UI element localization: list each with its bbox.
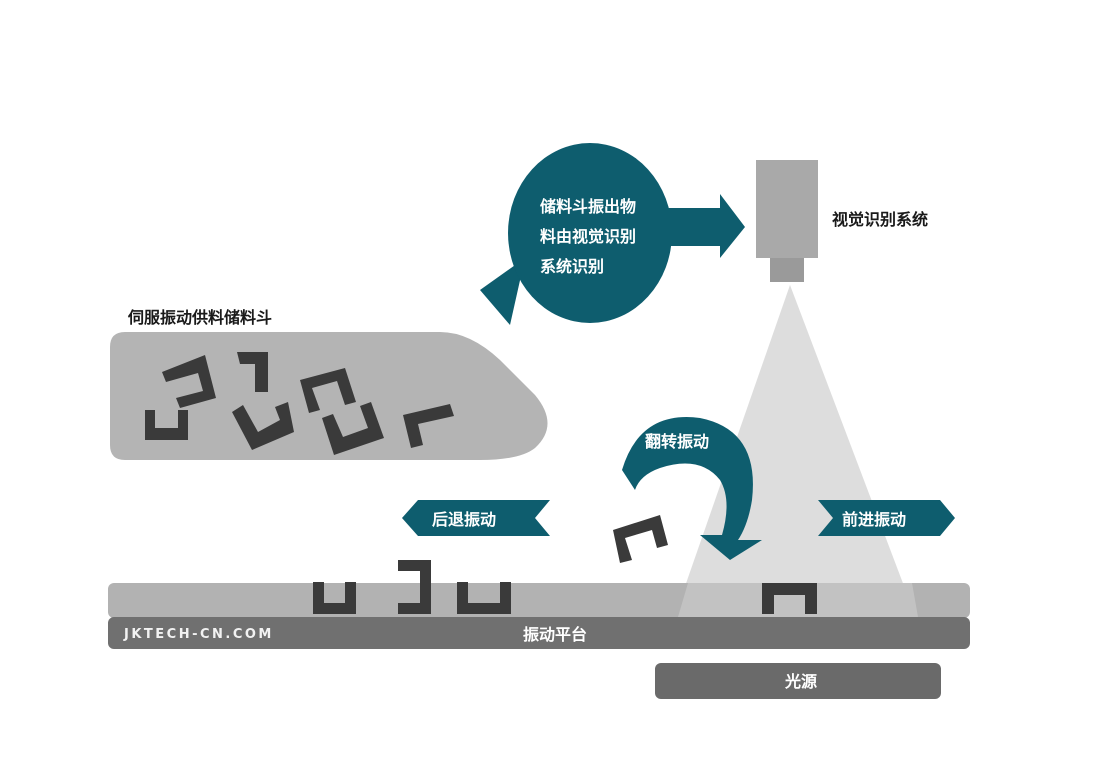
platform-part <box>313 582 356 614</box>
flip-arrow <box>622 417 762 560</box>
hopper-part <box>237 352 268 392</box>
backward-arrow <box>402 500 550 536</box>
bubble-line-1: 储料斗振出物 <box>539 197 636 216</box>
platform-part <box>762 583 817 614</box>
hopper-part <box>403 404 454 448</box>
hopper-label: 伺服振动供料储料斗 <box>127 308 272 327</box>
platform-part <box>457 582 511 614</box>
watermark-text: JKTECH-CN.COM <box>123 627 274 642</box>
platform-label: 振动平台 <box>523 625 587 644</box>
camera <box>756 160 818 282</box>
hopper-part <box>300 368 356 413</box>
platform-part <box>398 560 431 614</box>
flip-label: 翻转振动 <box>645 432 709 451</box>
info-bubble <box>480 143 745 325</box>
bubble-line-3: 系统识别 <box>540 257 604 276</box>
bubble-line-2: 料由视觉识别 <box>540 227 636 246</box>
platform-parts <box>313 560 817 614</box>
hopper-parts <box>145 352 454 455</box>
hopper-part <box>232 402 294 450</box>
beam-overlay <box>678 583 918 617</box>
flipping-part <box>613 515 668 563</box>
forward-label: 前进振动 <box>842 510 906 529</box>
light-source-label: 光源 <box>784 672 817 691</box>
hopper-part <box>145 410 188 440</box>
hopper-part <box>322 402 384 455</box>
light-source-box <box>655 663 941 699</box>
forward-arrow <box>818 500 955 536</box>
hopper-part <box>162 355 216 408</box>
backward-label: 后退振动 <box>432 510 496 529</box>
camera-label: 视觉识别系统 <box>832 210 928 229</box>
hopper-body <box>110 332 548 460</box>
